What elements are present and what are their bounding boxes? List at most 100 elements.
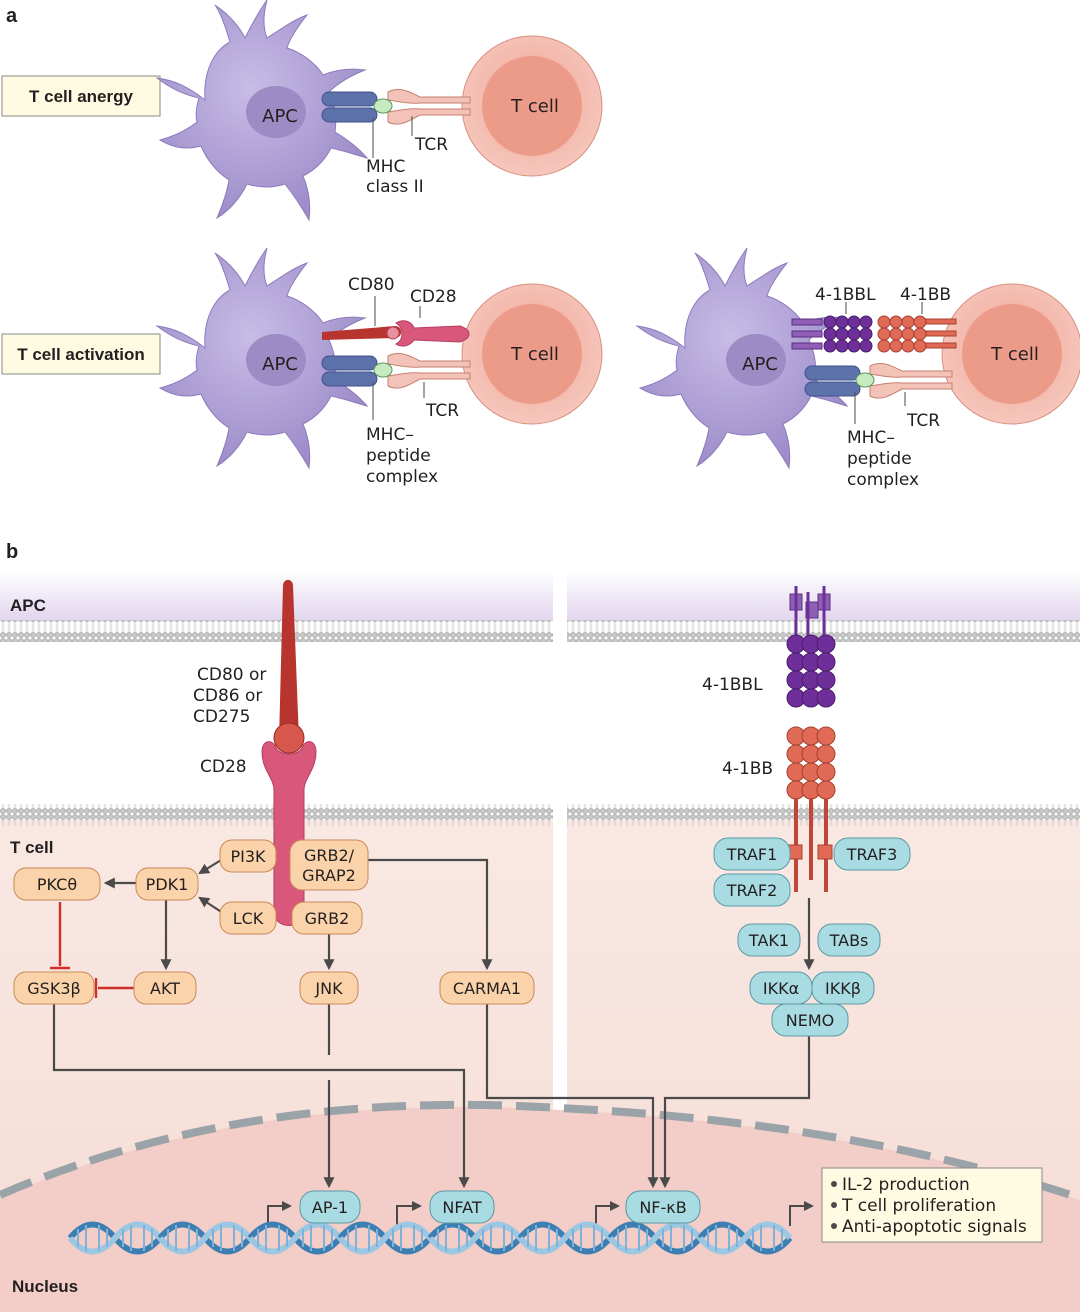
node-tabs	[817, 923, 881, 957]
t-cell-3-nucleus	[962, 304, 1062, 404]
nucleus-label: Nucleus	[12, 1277, 78, 1296]
41bb-label-b: 4-1BB	[722, 759, 773, 779]
pi3k-label: PI3K	[230, 847, 266, 866]
node-carma1	[439, 971, 535, 1005]
tcr-3	[869, 363, 953, 399]
cd80-molecule	[322, 326, 402, 340]
mhcp-label-3-l2: peptide	[847, 449, 912, 469]
anergy-label-box	[1, 75, 161, 117]
inhibition-lines	[50, 902, 134, 998]
node-nfat	[429, 1190, 495, 1224]
anergy-label: T cell anergy	[29, 87, 133, 106]
41bb-label-a: 4-1BB	[900, 285, 951, 305]
panel-a-letter: a	[6, 5, 18, 27]
pkc-label: PKCθ	[37, 875, 77, 894]
cd80-label-a: CD80	[348, 275, 395, 295]
node-traf3	[833, 837, 911, 871]
mhc2-label-l2: class II	[366, 177, 424, 197]
nfat-label: NFAT	[442, 1198, 481, 1217]
tcell-region-label: T cell	[10, 838, 53, 857]
cd28-label-b: CD28	[200, 757, 247, 777]
apc-nucleus-3	[726, 334, 786, 386]
outcome-item-1: IL-2 production	[842, 1175, 970, 1195]
tcr-label-3: TCR	[906, 411, 940, 431]
nemo-label: NEMO	[786, 1011, 834, 1030]
signaling-arrows	[52, 856, 815, 1189]
traf2-label: TRAF2	[726, 881, 778, 900]
ligand-head-b	[273, 722, 305, 754]
41bbl-trimer-a	[791, 315, 873, 353]
apc-label-3: APC	[742, 354, 778, 375]
node-akt	[133, 971, 197, 1005]
41bbl-trimer-b	[786, 586, 836, 708]
node-grb2	[291, 901, 363, 935]
tcr-2	[387, 353, 471, 389]
outcomes-box	[821, 1167, 1043, 1243]
gsk3b-label: GSK3β	[27, 979, 80, 998]
41bb-trimer-b	[786, 726, 836, 892]
ligand-label-l2: CD86 or	[193, 686, 262, 706]
mhc-peptide-3	[804, 365, 861, 397]
tcr-label-1: TCR	[414, 135, 448, 155]
node-pkctheta	[13, 867, 101, 901]
node-ap1	[299, 1190, 361, 1224]
node-tak1	[737, 923, 801, 957]
tabs-label: TABs	[829, 931, 869, 950]
panel-b-letter: b	[6, 541, 18, 563]
node-jnk	[299, 971, 359, 1005]
node-lck	[219, 901, 277, 935]
apc-nucleus-2	[246, 334, 306, 386]
mhcp-label-3-l1: MHC–	[847, 428, 895, 448]
peptide-1	[373, 98, 393, 114]
t-cell-label-2: T cell	[510, 344, 559, 365]
t-cell-2-nucleus	[482, 304, 582, 404]
cd28-molecule	[395, 320, 470, 347]
apc-membrane-label: APC	[10, 596, 46, 615]
nfkb-label: NF-κB	[639, 1198, 686, 1217]
nucleus-region	[0, 1106, 1080, 1312]
ikka-label: IKKα	[763, 979, 799, 998]
apc-label-2: APC	[262, 354, 298, 375]
grb2-grap2-label-l2: GRAP2	[302, 866, 356, 885]
outcome-item-3: Anti-apoptotic signals	[842, 1217, 1027, 1237]
tcr-label-2: TCR	[425, 401, 459, 421]
node-nemo	[771, 1003, 849, 1037]
activation-label-box	[1, 333, 161, 375]
lck-label: LCK	[233, 909, 264, 928]
tcell-lipid-right	[567, 804, 1080, 826]
traf3-label: TRAF3	[846, 845, 898, 864]
activation-label: T cell activation	[17, 345, 145, 364]
cd80-ligand-b	[279, 579, 299, 740]
nuclear-envelope	[0, 1100, 1080, 1202]
akt-label: AKT	[150, 979, 180, 998]
mhcp-label-2-l3: complex	[366, 467, 438, 487]
peptide-3	[855, 372, 875, 388]
ligand-label-l3: CD275	[193, 707, 250, 727]
outcome-item-2: T cell proliferation	[841, 1196, 996, 1216]
node-ikkb	[811, 971, 875, 1005]
node-grb2-grap2	[289, 839, 369, 891]
node-traf1	[713, 837, 791, 871]
grb2-grap2-label-l1: GRB2/	[304, 846, 355, 865]
apc-lipid-left	[0, 620, 553, 642]
node-traf2	[713, 873, 791, 907]
ikkb-label: IKKβ	[825, 979, 861, 998]
41bb-trimer-a	[877, 315, 957, 353]
cd28-label-a: CD28	[410, 287, 457, 307]
t-cell-label-3: T cell	[990, 344, 1039, 365]
mhcp-label-2-l1: MHC–	[366, 425, 414, 445]
jnk-label: JNK	[314, 979, 343, 998]
ligand-label-l1: CD80 or	[197, 665, 266, 685]
node-nfkb	[625, 1190, 701, 1224]
41bbl-label-a: 4-1BBL	[815, 285, 876, 305]
traf1-label: TRAF1	[726, 845, 778, 864]
apc-nucleus-1	[246, 86, 306, 138]
transcription-arrows	[267, 1201, 814, 1226]
tak1-label: TAK1	[748, 931, 789, 950]
peptide-2	[373, 362, 393, 378]
tcr-1	[387, 89, 471, 125]
grb2-label: GRB2	[305, 909, 350, 928]
t-cell-1-nucleus	[482, 56, 582, 156]
